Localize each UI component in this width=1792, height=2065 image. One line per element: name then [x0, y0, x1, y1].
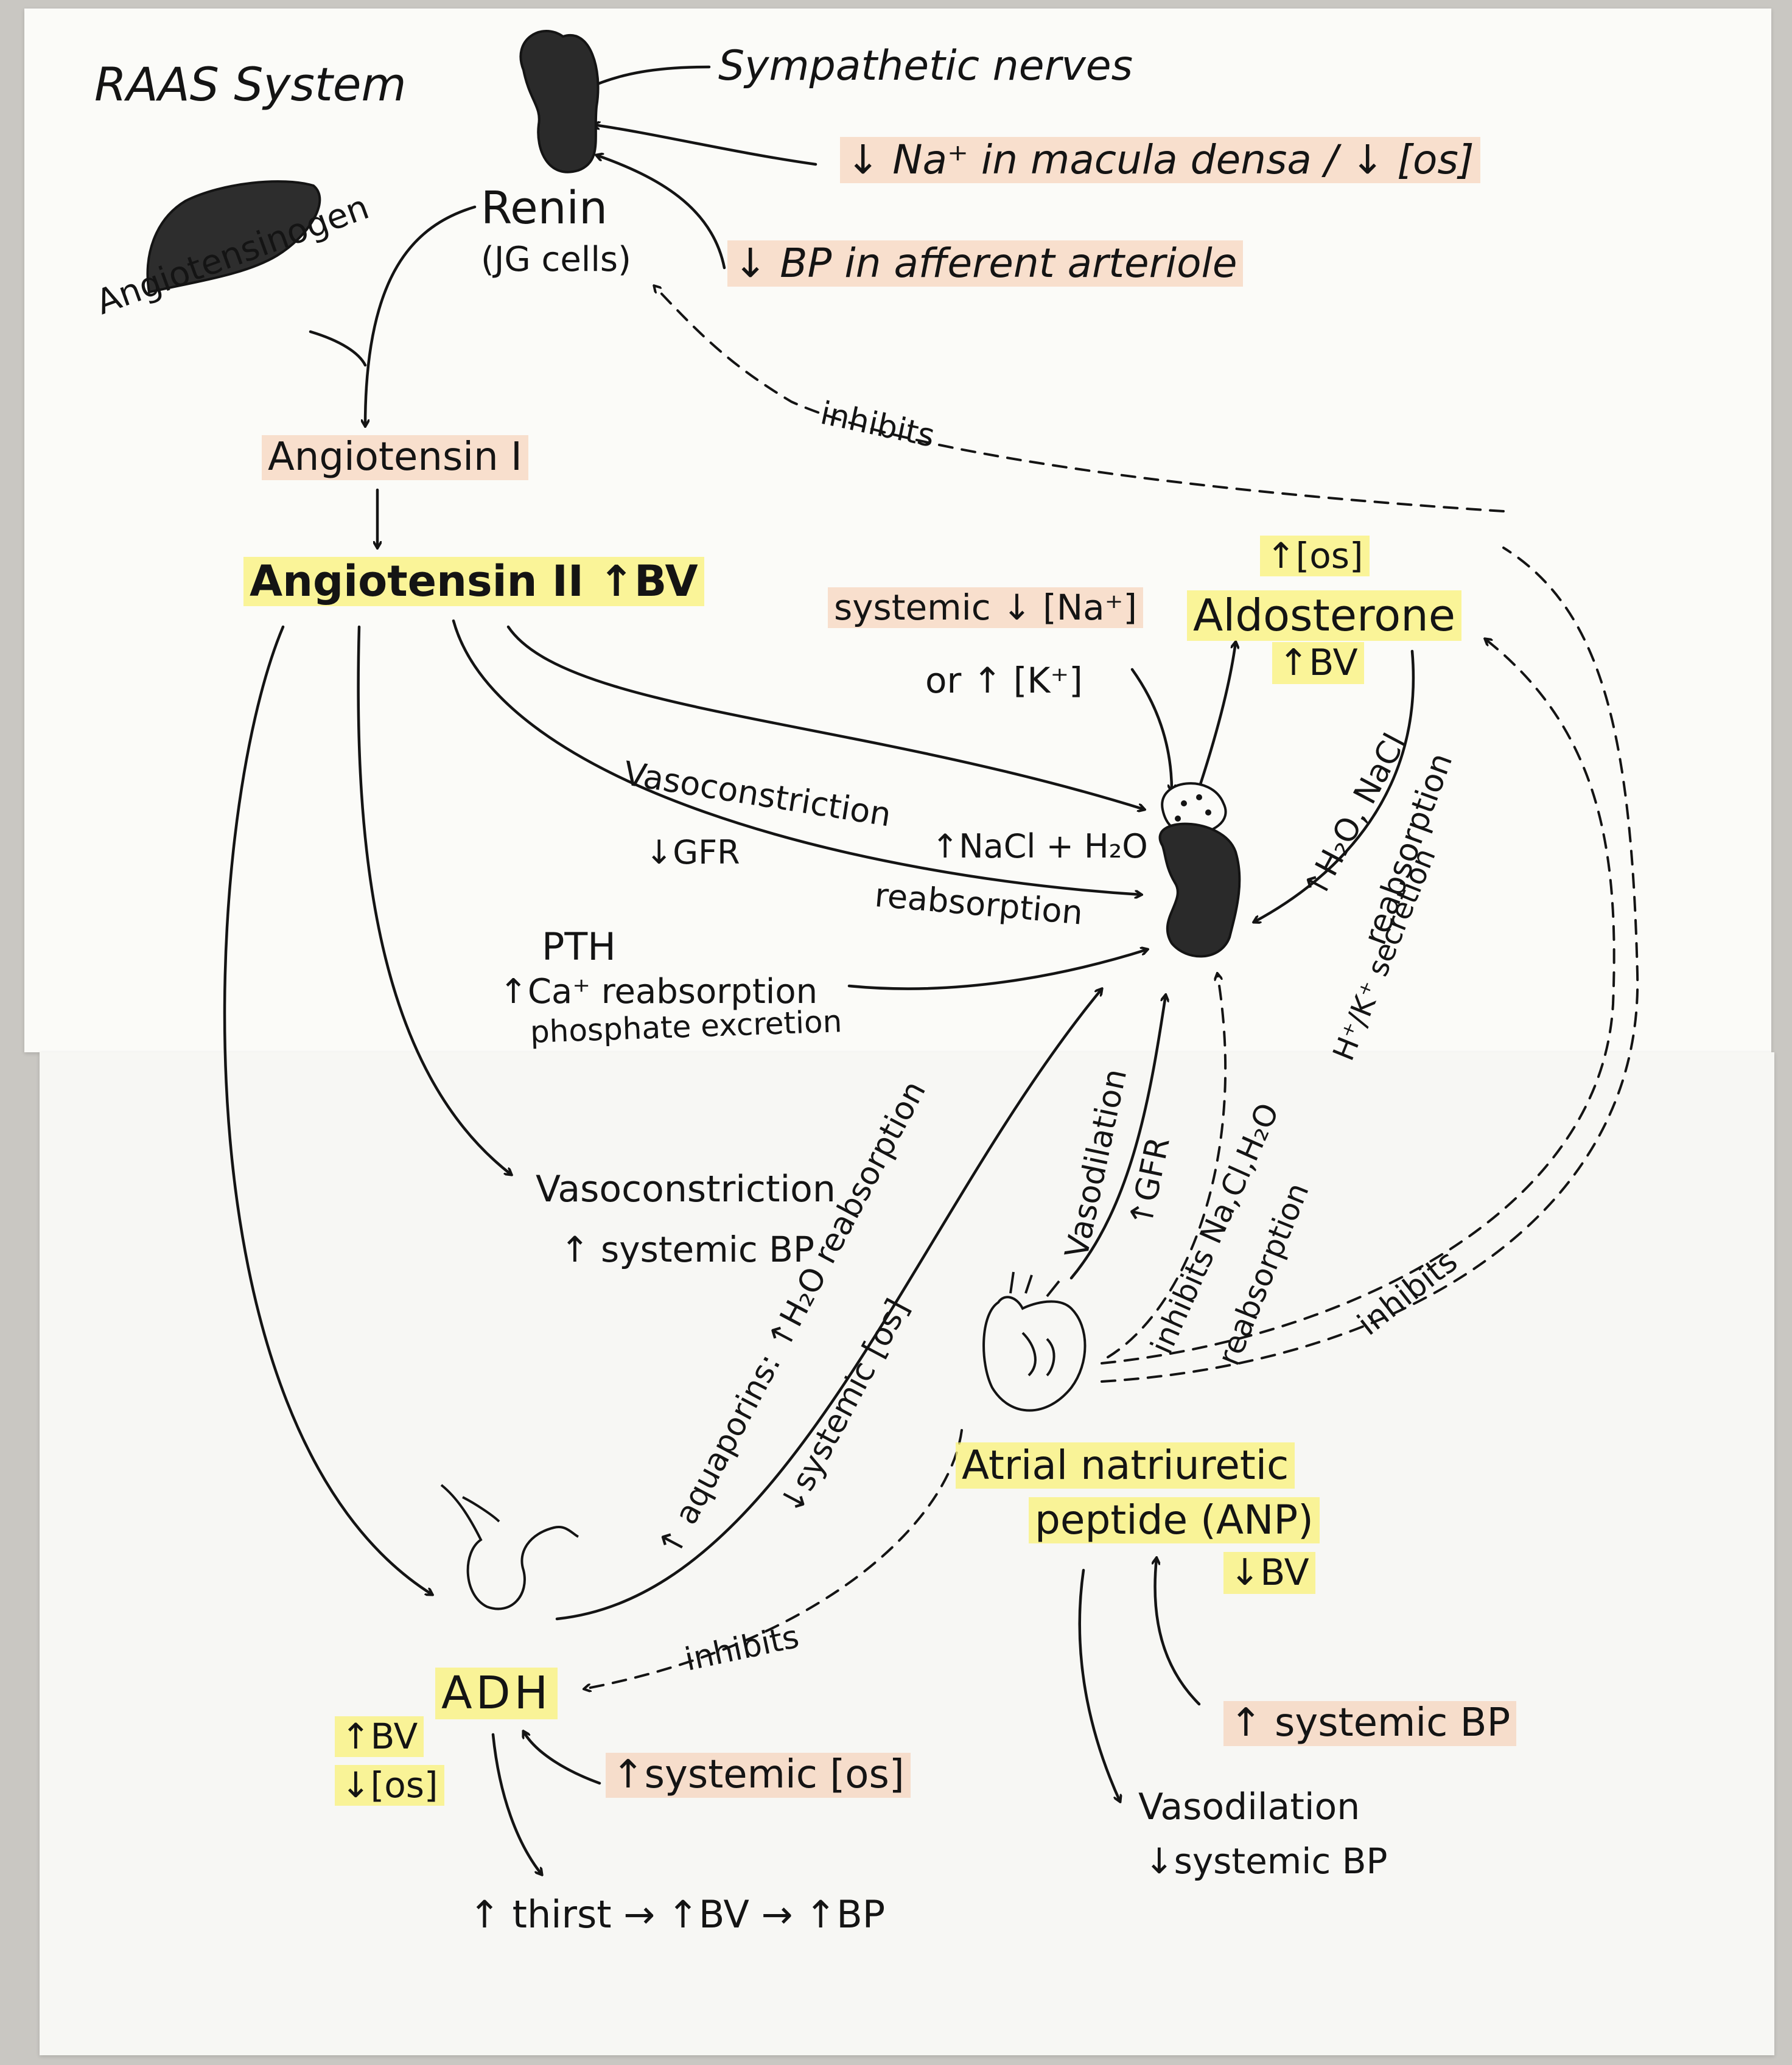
- dashed-inhibits-renin: [654, 286, 1505, 512]
- label-anp-1: Atrial natriuretic: [956, 1442, 1295, 1489]
- dashed-inhibits-renin-2: [1101, 547, 1639, 1383]
- arrow-anp-vasodilation: [1078, 1568, 1120, 1801]
- label-vasoconstriction-gfr-2: ↓GFR: [645, 833, 740, 872]
- diagram-title: RAAS System: [94, 57, 407, 111]
- kidney-top-icon: [519, 30, 600, 173]
- arrow-bp-anp: [1155, 1558, 1201, 1706]
- arrow-ang2-adh: [223, 625, 432, 1595]
- label-adh-trigger: ↑systemic [os]: [606, 1752, 911, 1798]
- label-anp-bp-down: ↓systemic BP: [1144, 1840, 1388, 1882]
- arrow-bp-afferent: [597, 155, 726, 270]
- arrow-heart-kidney: [1069, 995, 1166, 1280]
- label-anp-bv: ↓BV: [1223, 1552, 1315, 1594]
- arrow-angiotensinogen: [309, 330, 367, 367]
- dashed-heart-aldosterone: [1101, 639, 1615, 1364]
- arrow-os-adh: [523, 1731, 601, 1785]
- arrow-macula-densa: [593, 125, 817, 166]
- liver-icon: [146, 180, 321, 294]
- arrow-ang2-kidney: [452, 619, 1141, 895]
- arrow-renin-ang1: [365, 205, 477, 426]
- label-aldo-os: ↑[os]: [1260, 536, 1370, 576]
- label-renin: Renin: [481, 182, 607, 234]
- dashed-anp-adh: [584, 1429, 963, 1689]
- label-or-k: or ↑ [K⁺]: [925, 660, 1083, 701]
- arrow-adh-thirst: [491, 1733, 542, 1875]
- label-aldo-bv: ↑BV: [1272, 642, 1364, 684]
- label-anp-vasodilation: Vasodilation: [1138, 1786, 1360, 1828]
- label-systemic-na: systemic ↓ [Na⁺]: [828, 587, 1143, 628]
- label-adh-bv: ↑BV: [335, 1716, 424, 1757]
- label-vasoconstriction: Vasoconstriction: [536, 1168, 836, 1211]
- label-pth: PTH: [542, 924, 616, 969]
- label-sympathetic: Sympathetic nerves: [718, 42, 1133, 90]
- kidney-adrenal-icon: [1158, 782, 1241, 958]
- label-anp-trigger: ↑ systemic BP: [1223, 1700, 1517, 1746]
- label-adh: ADH: [435, 1667, 558, 1720]
- label-macula-densa: ↓ Na⁺ in macula densa / ↓ [os]: [840, 137, 1480, 183]
- label-nacl-h2o-1: ↑NaCl + H₂O: [931, 827, 1148, 865]
- pituitary-icon: [440, 1484, 579, 1610]
- arrow-adh-kidney: [555, 989, 1102, 1621]
- label-aldosterone: Aldosterone: [1187, 590, 1462, 641]
- arrow-aldosterone-kidney: [1254, 649, 1415, 922]
- label-ang2: Angiotensin II ↑BV: [243, 557, 704, 606]
- heart-icon: [982, 1271, 1087, 1412]
- label-ang1: Angiotensin I: [262, 435, 528, 480]
- arrow-pth-kidney: [847, 949, 1147, 990]
- arrow-adrenal-aldosterone: [1194, 642, 1236, 799]
- arrow-sympathetic: [587, 65, 711, 88]
- label-bp-afferent: ↓ BP in afferent arteriole: [727, 240, 1244, 287]
- arrow-ang2-vasoconstriction: [357, 625, 511, 1175]
- label-thirst: ↑ thirst → ↑BV → ↑BP: [469, 1892, 886, 1937]
- label-systemic-bp-up: ↑ systemic BP: [560, 1229, 814, 1270]
- dashed-heart-kidney: [1107, 974, 1227, 1358]
- label-adh-os: ↓[os]: [335, 1765, 444, 1806]
- arrow-na-adrenal: [1130, 668, 1172, 791]
- label-renin-sub: (JG cells): [481, 240, 631, 279]
- label-pth-1: ↑Ca⁺ reabsorption: [499, 972, 818, 1012]
- arrow-ang2-adrenal: [506, 625, 1144, 809]
- paper-bottom: [40, 1052, 1774, 2055]
- label-anp-2: peptide (ANP): [1029, 1497, 1320, 1543]
